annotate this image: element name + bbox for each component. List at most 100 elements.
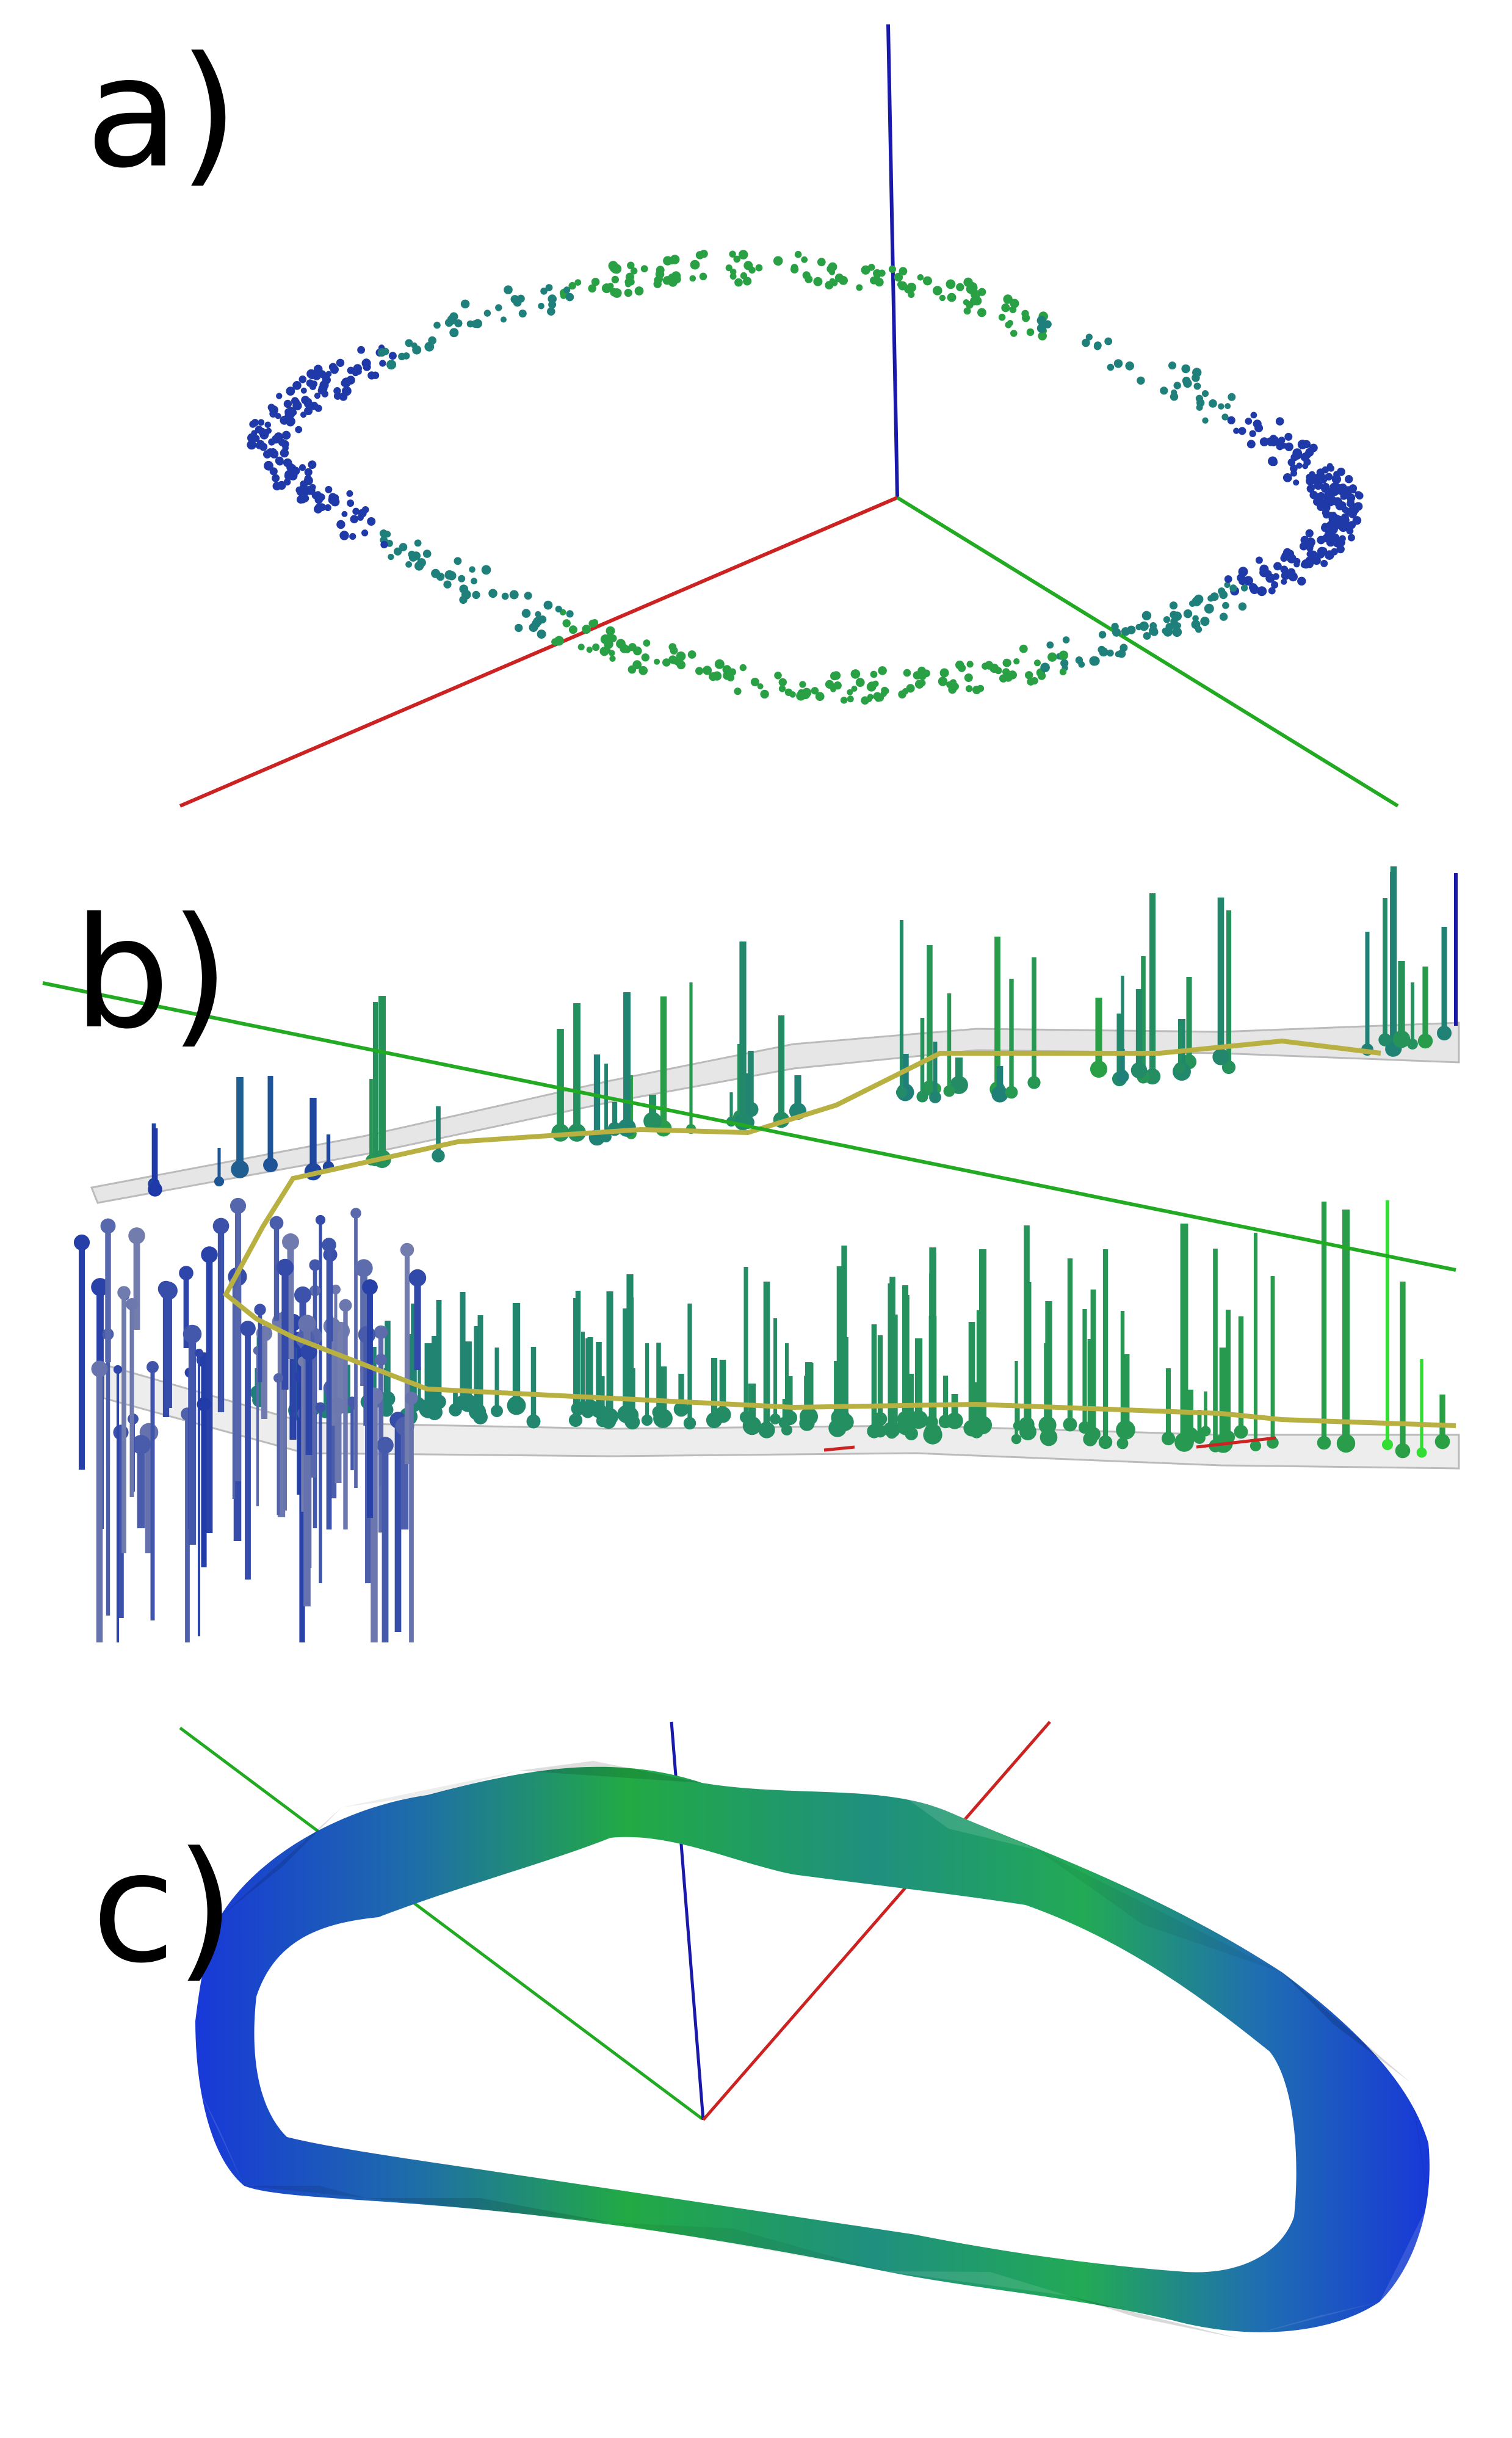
cloud-point [847, 689, 853, 695]
stem-marker [683, 1417, 696, 1430]
stem-marker [973, 1415, 993, 1435]
cloud-point [562, 619, 571, 628]
cloud-point [1200, 617, 1210, 626]
cloud-point [1296, 462, 1303, 469]
cloud-point [1021, 310, 1029, 317]
cloud-point [1259, 437, 1269, 446]
cloud-point [729, 250, 736, 258]
stem-marker [897, 1410, 914, 1428]
cloud-point [922, 669, 930, 678]
stem-marker [1038, 1416, 1057, 1434]
cloud-point [1195, 626, 1203, 633]
cloud-point [296, 495, 305, 504]
cloud-point [946, 279, 956, 289]
cloud-point [947, 292, 957, 302]
cloud-point [1249, 430, 1256, 437]
cloud-point [1348, 521, 1356, 529]
stem-marker [179, 1266, 194, 1280]
cloud-point [977, 308, 986, 317]
cloud-point [611, 275, 619, 284]
stem-marker [1174, 1062, 1186, 1074]
cloud-point [267, 404, 275, 412]
cloud-point [1107, 363, 1115, 371]
cloud-point [1174, 622, 1182, 629]
stem-marker [836, 1413, 854, 1431]
cloud-point [1218, 403, 1224, 410]
cloud-point [903, 669, 911, 677]
cloud-point [350, 515, 359, 524]
cloud-point [1346, 527, 1354, 535]
cloud-point [1168, 361, 1176, 370]
cloud-point [624, 289, 632, 297]
cloud-point [833, 681, 842, 690]
cloud-point [813, 277, 823, 286]
cloud-point [695, 251, 704, 259]
cloud-point [1082, 338, 1090, 347]
cloud-point [964, 673, 973, 682]
cloud-point [402, 352, 410, 360]
cloud-point [379, 360, 386, 367]
cloud-point [1047, 652, 1057, 662]
cloud-point [1316, 468, 1325, 477]
cloud-point [1046, 641, 1054, 649]
cloud-point [640, 265, 648, 273]
cloud-point [285, 408, 295, 419]
stem-marker [73, 1234, 90, 1251]
cloud-point [291, 397, 299, 405]
cloud-point [308, 460, 317, 470]
cloud-point [1268, 587, 1276, 595]
cloud-point [264, 460, 273, 471]
cloud-point [1259, 564, 1269, 574]
cloud-point [1127, 625, 1136, 634]
cloud-point [1228, 393, 1236, 401]
cloud-point [574, 279, 582, 286]
cloud-point [1309, 443, 1318, 452]
cloud-point [538, 302, 544, 310]
cloud-point [676, 651, 686, 661]
cloud-point [1183, 609, 1193, 619]
cloud-point [377, 348, 386, 357]
stem-marker [526, 1414, 541, 1429]
cloud-point [1282, 473, 1292, 482]
stem-marker [91, 1360, 108, 1377]
cloud-point [339, 531, 349, 540]
stem-marker [282, 1233, 299, 1250]
stem-marker [943, 1085, 955, 1097]
cloud-point [295, 426, 303, 434]
cloud-point [1172, 627, 1182, 637]
stem-marker [455, 1395, 471, 1410]
cloud-point [304, 468, 313, 476]
stem-marker [581, 1405, 595, 1418]
cloud-point [1040, 662, 1050, 672]
cloud-point [699, 272, 707, 281]
stem-marker [739, 1410, 753, 1424]
cloud-point [956, 283, 964, 291]
cloud-point [1219, 590, 1228, 600]
cloud-point [606, 626, 615, 636]
cloud-point [276, 393, 283, 399]
cloud-point [1282, 548, 1292, 557]
stem-marker [358, 1326, 376, 1344]
cloud-point [547, 307, 555, 316]
cloud-point [1113, 359, 1123, 368]
cloud-point [828, 269, 836, 275]
surface-facet [1038, 1850, 1282, 1972]
cloud-point [1245, 418, 1253, 425]
stem-marker [1116, 1070, 1129, 1083]
cloud-point [1224, 575, 1232, 583]
stem-marker [507, 1396, 526, 1415]
cloud-point [965, 685, 973, 692]
stem-marker [377, 1437, 394, 1454]
cloud-point [690, 259, 700, 270]
cloud-point [500, 316, 507, 323]
cloud-point [504, 285, 513, 295]
cloud-point [591, 277, 600, 286]
cloud-point [1324, 550, 1334, 560]
cloud-point [894, 272, 903, 282]
cloud-point [654, 658, 660, 665]
stem-marker [1005, 1086, 1018, 1099]
cloud-point [740, 272, 748, 280]
cloud-point [333, 392, 342, 400]
cloud-point [1320, 559, 1328, 567]
stem-marker [315, 1214, 326, 1225]
